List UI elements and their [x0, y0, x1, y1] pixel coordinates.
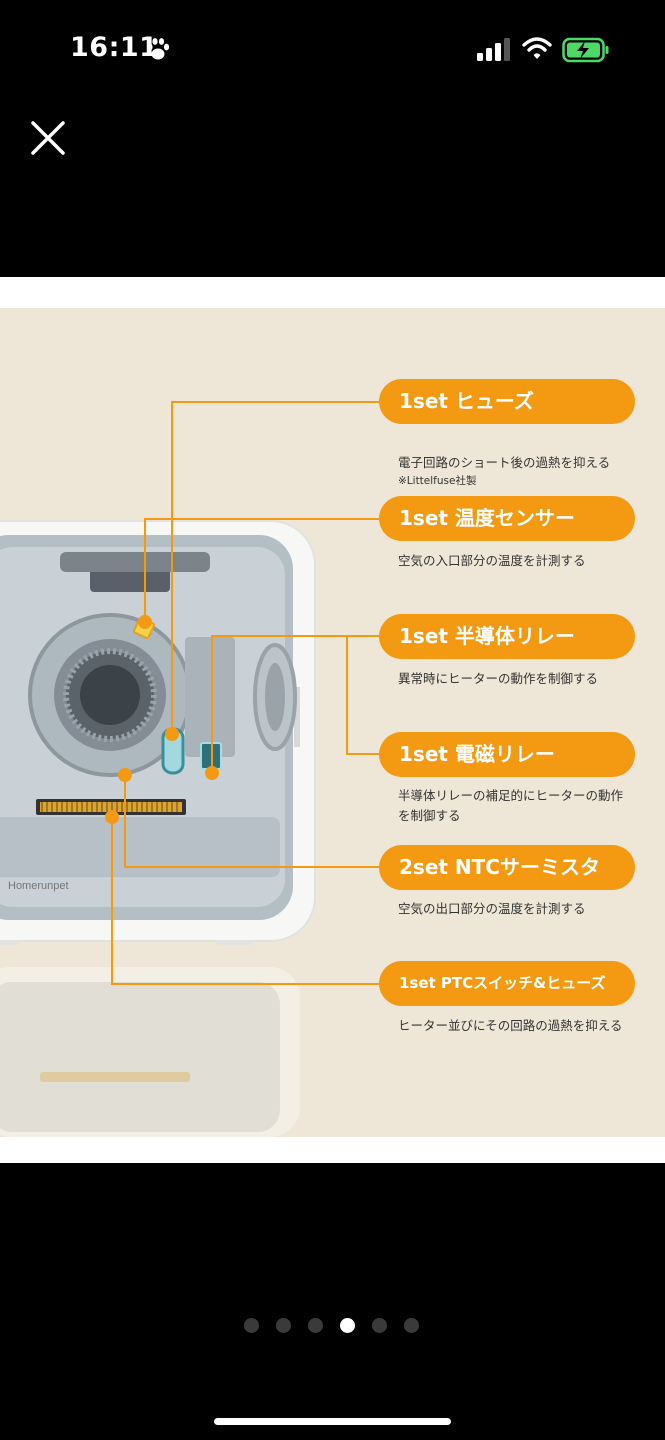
- home-indicator[interactable]: [214, 1418, 451, 1425]
- callout-desc-ptc: ヒーター並びにその回路の過熱を抑える: [398, 1018, 623, 1033]
- battery-charging-icon: [562, 37, 609, 63]
- page-dot-2[interactable]: [276, 1318, 291, 1333]
- signal-icon: [477, 38, 510, 61]
- callout-desc-em-relay: 半導体リレーの補足的にヒーターの動作 を制御する: [398, 788, 624, 823]
- page-dot-6[interactable]: [404, 1318, 419, 1333]
- close-icon[interactable]: [28, 118, 68, 158]
- callout-desc-fuse-text: 電子回路のショート後の過熱を抑える: [398, 455, 611, 470]
- page-dot-5[interactable]: [372, 1318, 387, 1333]
- product-illustration: [0, 401, 379, 1137]
- callout-desc-ssr: 異常時にヒーターの動作を制御する: [398, 671, 599, 686]
- product-brand: Homerunpet: [8, 880, 69, 892]
- status-bar: 16:11: [0, 0, 665, 100]
- callout-desc-temp-sensor: 空気の入口部分の温度を計測する: [398, 553, 586, 568]
- callout-desc-fuse: 電子回路のショート後の過熱を抑える ※Littelfuse社製: [398, 433, 648, 509]
- product-image[interactable]: Homerunpet 1set ヒューズ 電子回路のショート後の過熱を抑える ※…: [0, 277, 665, 1163]
- paw-icon: [147, 38, 170, 60]
- page-dot-1[interactable]: [244, 1318, 259, 1333]
- page-dot-3[interactable]: [308, 1318, 323, 1333]
- page-dot-4-active[interactable]: [340, 1318, 355, 1333]
- callout-label-temp-sensor: 1set 温度センサー: [379, 496, 635, 541]
- callout-desc-ntc: 空気の出口部分の温度を計測する: [398, 901, 586, 916]
- callout-label-fuse: 1set ヒューズ: [379, 379, 635, 424]
- callout-note-fuse: ※Littelfuse社製: [398, 475, 477, 487]
- callout-label-ptc: 1set PTCスイッチ&ヒューズ: [379, 961, 635, 1006]
- callout-label-ssr: 1set 半導体リレー: [379, 614, 635, 659]
- callout-label-ntc: 2set NTCサーミスタ: [379, 845, 635, 890]
- wifi-icon: [522, 37, 552, 59]
- callout-label-em-relay: 1set 電磁リレー: [379, 732, 635, 777]
- status-time: 16:11: [70, 32, 159, 63]
